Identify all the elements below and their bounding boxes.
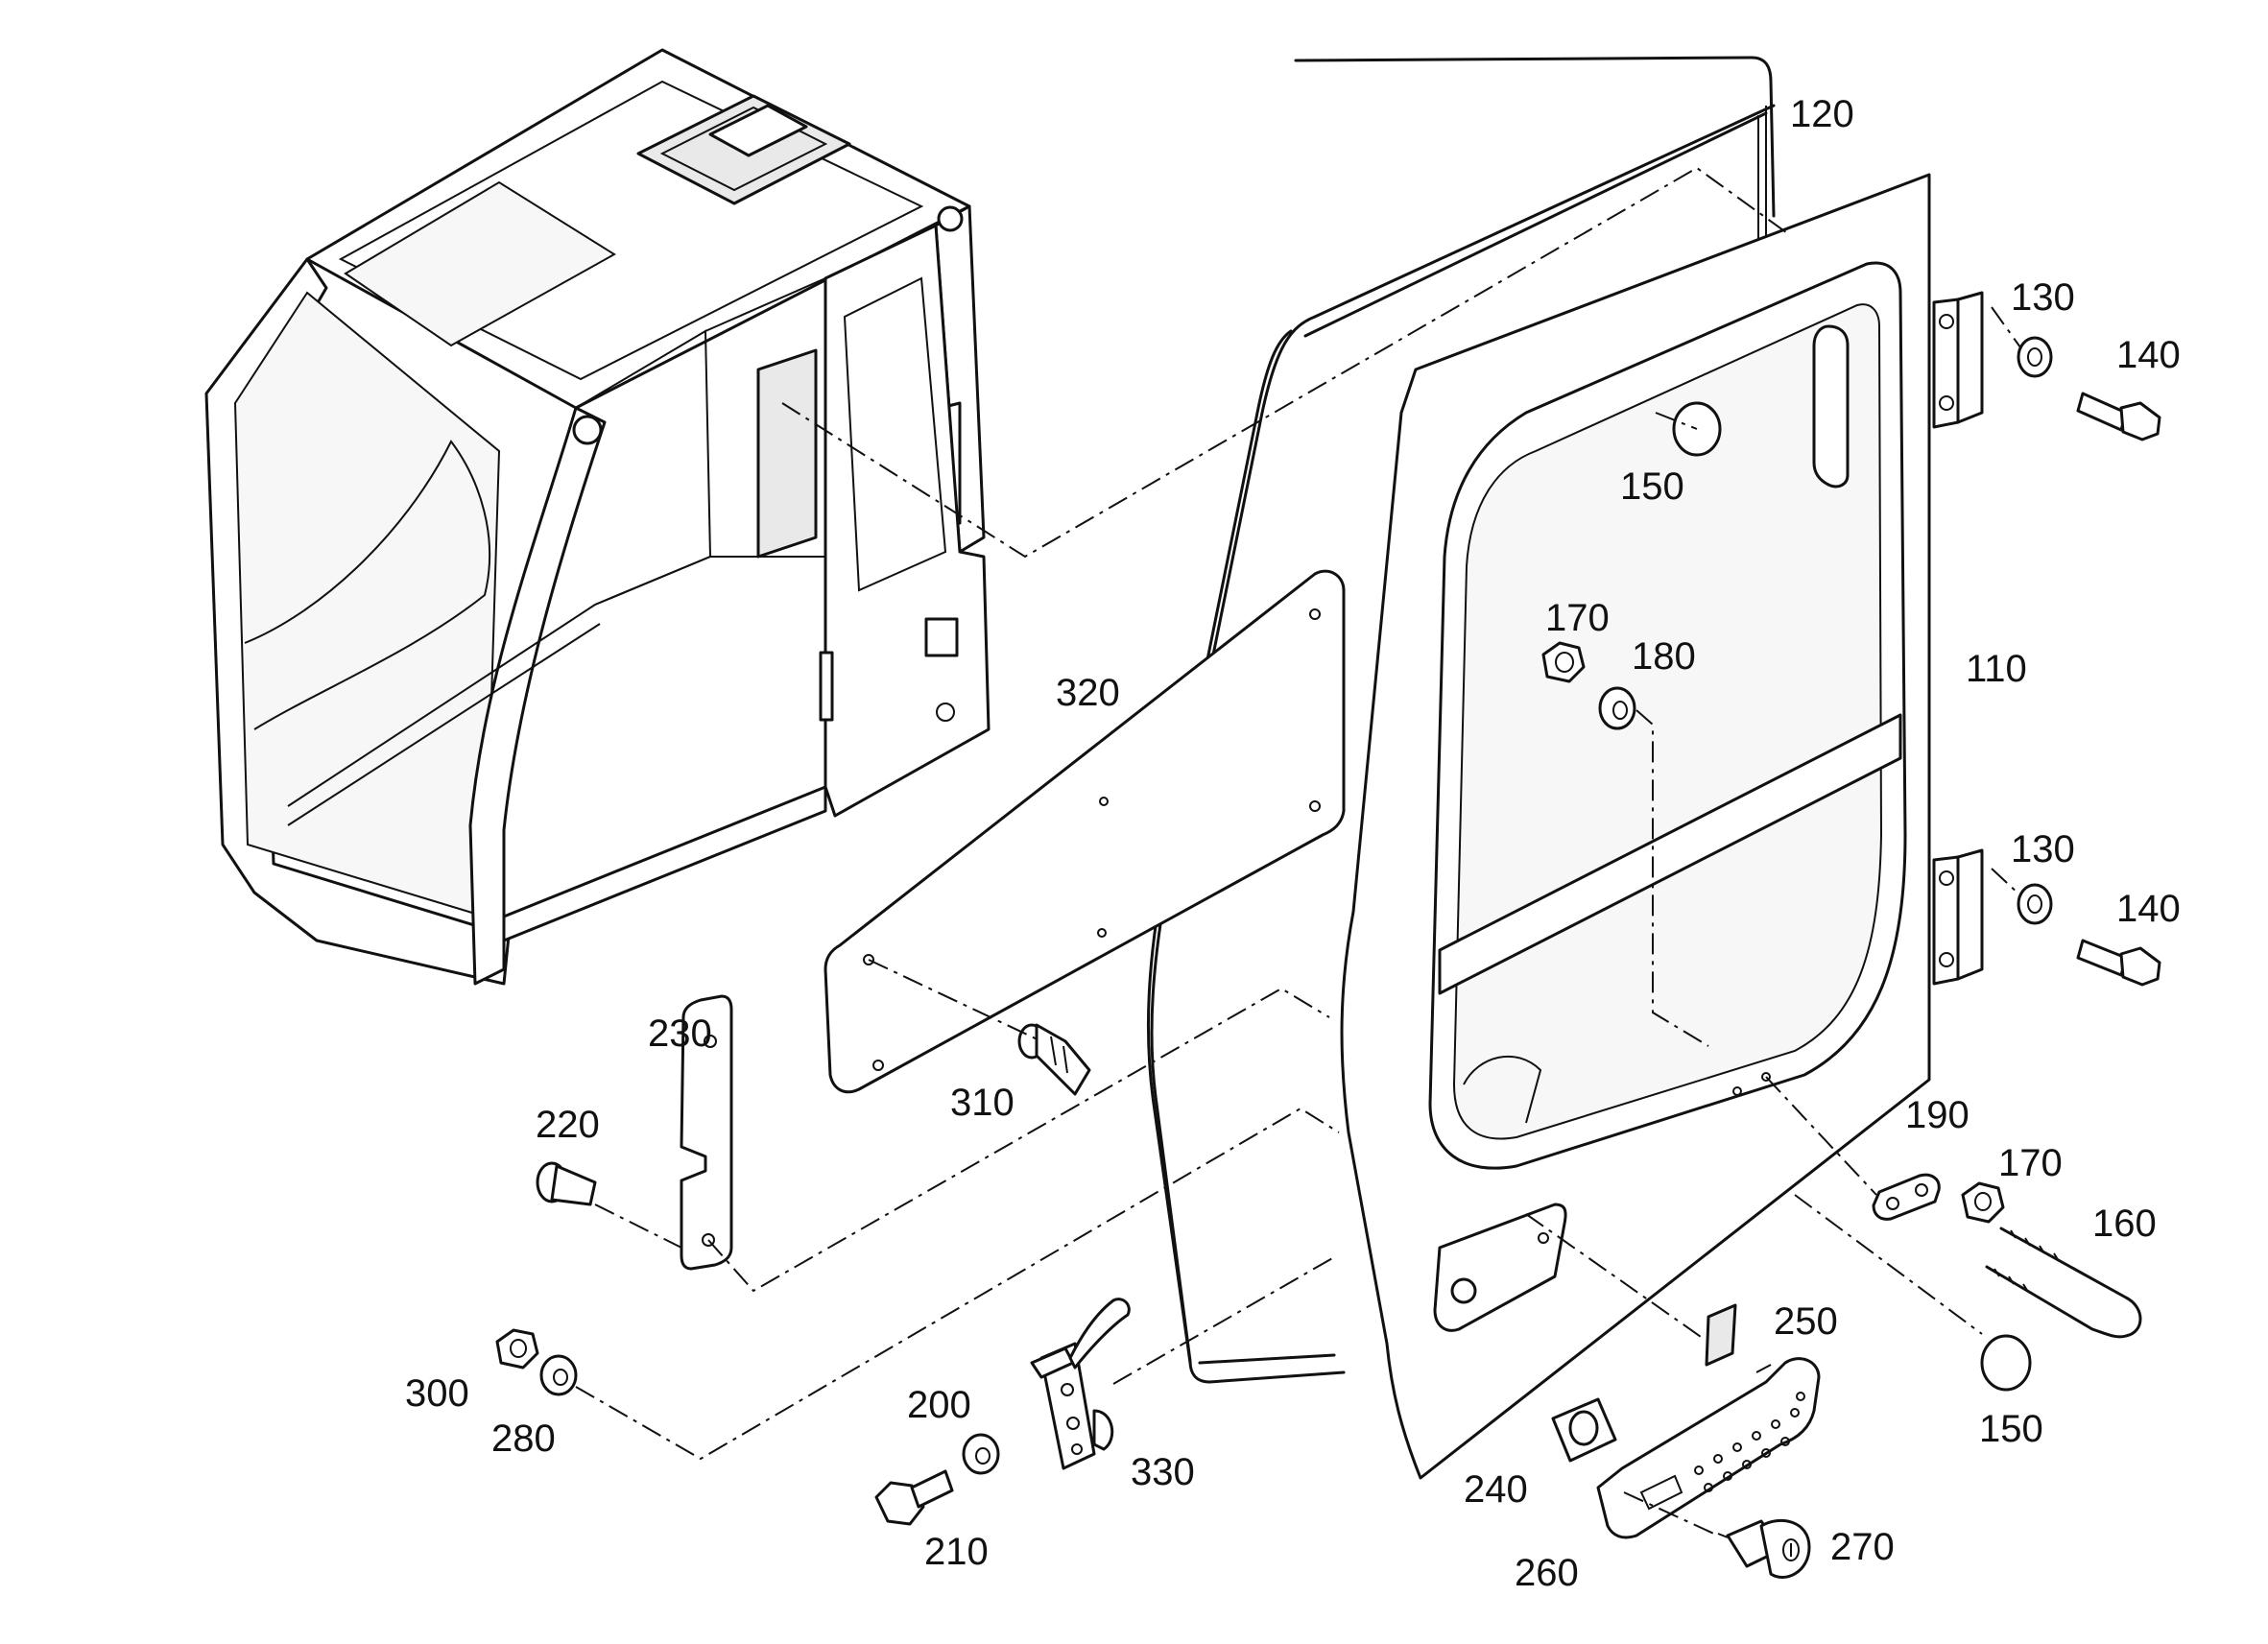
callout-labels: 120 130 140 150 170 180 110 320 130 140 … [405, 93, 2181, 1594]
callout-140-lower: 140 [2116, 888, 2181, 930]
bolt-140-lower [2076, 939, 2161, 987]
lower-hinge [1932, 848, 1984, 986]
washer-280 [539, 1354, 578, 1396]
callout-160: 160 [2092, 1203, 2157, 1245]
leader-lines [575, 166, 2021, 1537]
callout-200: 200 [907, 1384, 971, 1426]
callout-270: 270 [1830, 1526, 1895, 1568]
callout-250: 250 [1774, 1300, 1838, 1343]
callout-230: 230 [648, 1013, 712, 1055]
u-bolt-160 [1985, 1227, 2142, 1339]
nut-300 [495, 1328, 539, 1370]
plate-240 [1551, 1397, 1617, 1463]
callout-150-upper: 150 [1620, 465, 1684, 508]
nut-170-upper [1541, 641, 1586, 683]
upper-hinge [1932, 291, 1984, 429]
callout-130-upper: 130 [2011, 276, 2075, 319]
pad-250 [1705, 1303, 1737, 1367]
washer-130-lower [2017, 883, 2053, 925]
washer-130-upper [2017, 336, 2053, 378]
cap-150-lower [1980, 1334, 2032, 1392]
door-seal-120 [1150, 56, 1776, 1384]
callout-170-lower: 170 [1998, 1142, 2063, 1184]
callout-180: 180 [1632, 635, 1696, 678]
panel-320 [824, 569, 1346, 1094]
callout-240: 240 [1464, 1468, 1528, 1511]
latch-330 [1030, 1298, 1131, 1470]
washer-200 [962, 1433, 1000, 1475]
callout-170-upper: 170 [1545, 597, 1610, 639]
callout-120: 120 [1790, 93, 1854, 135]
door-110 [1340, 173, 1931, 1480]
callout-260: 260 [1515, 1552, 1579, 1594]
callout-130-lower: 130 [2011, 828, 2075, 870]
callout-280: 280 [491, 1418, 556, 1460]
callout-110: 110 [1966, 648, 2027, 690]
washer-180 [1598, 686, 1636, 730]
cab-assembly [204, 48, 991, 986]
callout-320: 320 [1056, 672, 1120, 714]
bolt-140-upper [2076, 392, 2161, 441]
callout-220: 220 [536, 1104, 600, 1146]
callout-310: 310 [950, 1082, 1015, 1124]
handle-260 [1596, 1357, 1821, 1539]
plate-190 [1872, 1173, 1941, 1221]
plate-230 [680, 994, 733, 1271]
clip-310 [1017, 1023, 1091, 1096]
callout-190: 190 [1905, 1094, 1970, 1136]
bolt-210 [874, 1469, 954, 1526]
lock-cylinder-270 [1717, 1518, 1811, 1579]
callout-300: 300 [405, 1372, 469, 1415]
callout-150-lower: 150 [1979, 1408, 2043, 1450]
callout-210: 210 [924, 1531, 989, 1573]
callout-330: 330 [1131, 1451, 1195, 1493]
nut-170-lower [1961, 1181, 2005, 1224]
callout-140-upper: 140 [2116, 334, 2181, 376]
bolt-220 [536, 1161, 597, 1206]
